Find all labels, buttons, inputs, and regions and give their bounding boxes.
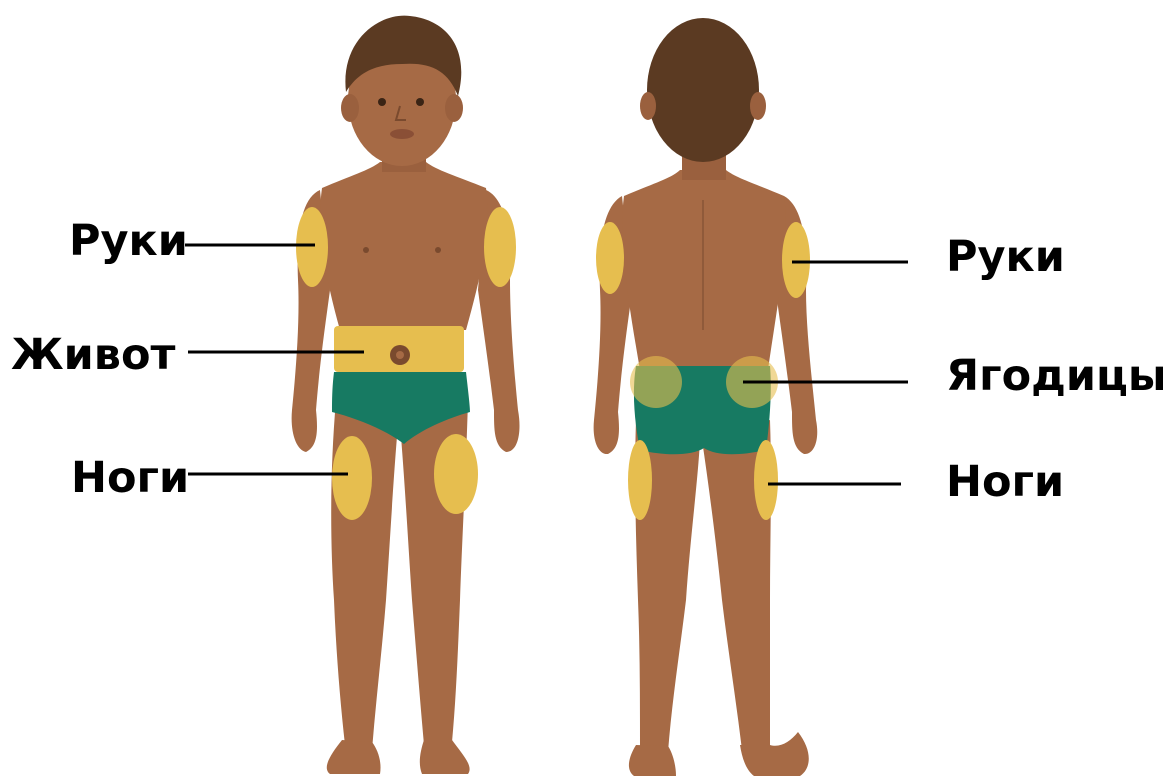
back-right-leg-zone [754,440,778,520]
front-left-ear [341,94,359,122]
label-front-legs: Ноги [71,457,189,500]
front-right-leg-zone [434,434,478,514]
front-right-nipple [435,247,441,253]
label-back-arms: Руки [946,236,1065,279]
back-left-leg-zone [628,440,652,520]
label-front-arms: Руки [69,220,188,263]
back-left-buttock-zone [630,356,682,408]
back-right-arm-zone [782,222,810,298]
front-left-leg-zone [332,436,372,520]
front-right-foot [420,740,470,774]
front-right-eye [416,98,424,106]
back-left-foot [629,745,676,776]
back-left-arm-zone [596,222,624,294]
label-back-buttocks: Ягодицы [946,355,1163,398]
front-torso [320,162,487,330]
front-mouth [390,129,414,139]
back-head [647,18,759,162]
back-view-figure [594,18,818,776]
front-left-arm-zone [296,207,328,287]
front-navel-inner [396,351,404,359]
label-front-belly: Живот [11,334,175,377]
front-right-ear [445,94,463,122]
front-left-nipple [363,247,369,253]
front-left-foot [327,740,381,774]
front-view-figure [292,16,520,774]
back-left-ear [640,92,656,120]
front-right-arm-zone [484,207,516,287]
back-right-ear [750,92,766,120]
label-back-legs: Ноги [946,461,1064,504]
front-left-eye [378,98,386,106]
